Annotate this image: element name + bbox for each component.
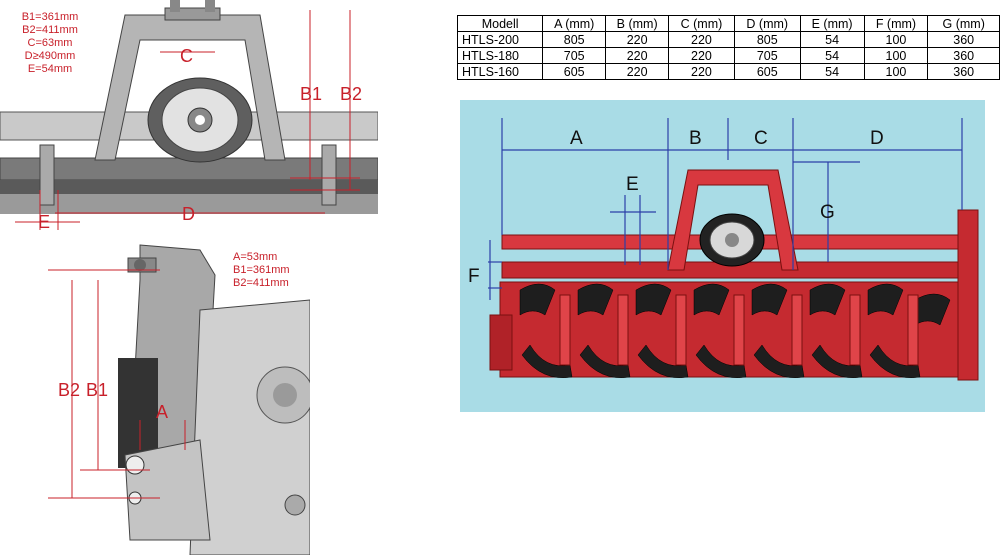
table-cell: 54 — [799, 47, 865, 64]
spec-c: C=63mm — [27, 37, 73, 49]
table-cell: 220 — [605, 63, 670, 80]
header-modell: Modell — [456, 15, 544, 32]
table-cell: 220 — [605, 47, 670, 64]
table-cell: 100 — [863, 47, 929, 64]
dim-label-d: D — [182, 204, 195, 224]
spec-a: A=53mm — [233, 251, 278, 263]
spec-table: Modell A (mm) B (mm) C (mm) D (mm) E (mm… — [456, 15, 1000, 80]
dim-label-e-tiller: E — [626, 174, 639, 195]
table-cell: 54 — [799, 31, 865, 48]
table-cell: 220 — [668, 31, 735, 48]
dim-label-b1-side: B1 — [86, 380, 109, 400]
table-cell: HTLS-160 — [456, 63, 544, 80]
top-left-diagram: B1=361mm B2=411mm C=63mm D≥490mm E=54mm … — [0, 0, 379, 232]
dim-label-d-tiller: D — [870, 128, 884, 149]
header-a: A (mm) — [542, 15, 607, 32]
header-e: E (mm) — [799, 15, 865, 32]
table-cell: 805 — [733, 31, 801, 48]
table-row: HTLS-160 605 220 220 605 54 100 360 — [456, 63, 1000, 80]
table-cell: 220 — [605, 31, 670, 48]
table-cell: 805 — [542, 31, 607, 48]
front-hitch-drawing — [0, 0, 379, 230]
header-b: B (mm) — [605, 15, 670, 32]
dim-label-a-tiller: A — [570, 128, 583, 149]
dim-label-e: E — [38, 212, 51, 232]
table-cell: 605 — [733, 63, 801, 80]
table-cell: 100 — [863, 31, 929, 48]
dim-label-f-tiller: F — [468, 266, 480, 287]
header-g: G (mm) — [927, 15, 1000, 32]
tiller-drawing — [488, 118, 979, 381]
table-cell: 705 — [542, 47, 607, 64]
dim-label-a: A — [156, 402, 169, 422]
dim-label-b1: B1 — [300, 84, 323, 104]
table-cell: 360 — [927, 47, 1000, 64]
tiller-diagram: A B C D E G F — [460, 100, 985, 412]
table-cell: 360 — [927, 63, 1000, 80]
table-cell: 360 — [927, 31, 1000, 48]
bottom-left-spec-list: A=53mm B1=361mm B2=411mm — [233, 251, 290, 290]
spec-b1: B1=361mm — [21, 11, 79, 23]
table-cell: HTLS-200 — [456, 31, 544, 48]
dim-label-c: C — [180, 46, 193, 66]
table-cell: 220 — [668, 47, 735, 64]
table-cell: 605 — [542, 63, 607, 80]
table-row: HTLS-200 805 220 220 805 54 100 360 — [456, 31, 1000, 48]
table-header-row: Modell A (mm) B (mm) C (mm) D (mm) E (mm… — [456, 15, 1000, 32]
spec-b2: B2=411mm — [22, 24, 78, 36]
spec-e: E=54mm — [27, 63, 73, 75]
table-cell: 100 — [863, 63, 929, 80]
dim-label-b2: B2 — [340, 84, 363, 104]
dim-label-b2-side: B2 — [58, 380, 81, 400]
side-hitch-drawing — [48, 244, 314, 556]
table-cell: HTLS-180 — [456, 47, 544, 64]
header-f: F (mm) — [863, 15, 929, 32]
bottom-left-diagram: A=53mm B1=361mm B2=411mm A B2 B1 — [0, 240, 314, 556]
spec-table-container: Modell A (mm) B (mm) C (mm) D (mm) E (mm… — [456, 15, 1000, 80]
dim-label-c-tiller: C — [754, 128, 768, 149]
spec-b2-side: B2=411mm — [233, 277, 289, 289]
table-cell: 220 — [668, 63, 735, 80]
dim-label-g-tiller: G — [820, 202, 835, 223]
header-d: D (mm) — [733, 15, 801, 32]
top-left-spec-list: B1=361mm B2=411mm C=63mm D≥490mm E=54mm — [5, 11, 95, 76]
table-cell: 705 — [733, 47, 801, 64]
spec-b1-side: B1=361mm — [233, 264, 290, 276]
spec-d: D≥490mm — [24, 50, 76, 62]
dim-label-b-tiller: B — [689, 128, 702, 149]
table-cell: 54 — [799, 63, 865, 80]
table-row: HTLS-180 705 220 220 705 54 100 360 — [456, 47, 1000, 64]
header-c: C (mm) — [668, 15, 735, 32]
